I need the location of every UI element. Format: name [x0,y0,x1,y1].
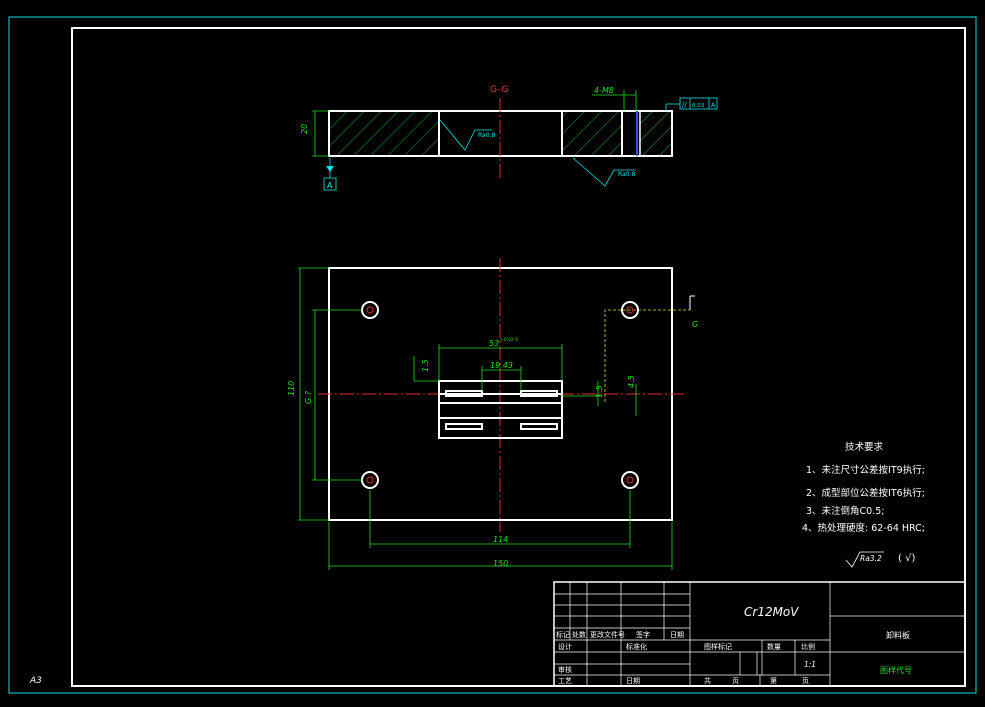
scale-value: 1:1 [804,660,816,669]
technical-notes: 技术要求 1、未注尺寸公差按IT9执行; 2、成型部位公差按IT6执行; 3、未… [802,441,925,568]
note-1: 1、未注尺寸公差按IT9执行; [806,464,925,476]
datum-a: A [327,181,333,190]
dim-right-offset: 4.5 [627,375,636,388]
title-block: Cr12MoV 卸料板 图样代号 标记 处数 更改文件号 签字 日期 设计 标准… [553,581,966,687]
hdr-count: 处数 [572,630,586,639]
dim-hole-spacing-y: G ? [304,390,313,404]
dim-thickness: 20 [300,124,309,134]
lbl-quantity: 数量 [767,642,781,651]
lbl-scale: 比例 [801,642,815,651]
lbl-review: 审核 [558,665,572,674]
slot-insert [438,380,563,439]
roughness-rest-symbol: ( √) [898,553,915,564]
hatch-right [640,111,672,156]
dim-slot-inner: 19.43 [490,361,513,370]
section-view: G–G 20 A Ra0.8 Ra0.8 [300,85,718,191]
roughness-top: Ra0.8 [478,132,495,139]
tolerance-value: 0.03 [692,103,705,109]
note-3: 3、未注倒角C0.5; [806,505,885,517]
hatch-left [329,111,439,156]
hole-bottom-right [621,471,639,489]
lbl-stage-mark: 图样标记 [704,642,732,651]
section-label: G–G [490,85,508,95]
plan-view: G [287,258,698,570]
inner-border [71,27,966,687]
cut-label: G [692,320,698,329]
part-name: 卸料板 [886,630,910,640]
note-2: 2、成型部位公差按IT6执行; [806,487,925,499]
sheet-size-label: A3 [29,676,42,686]
notes-title: 技术要求 [845,441,884,453]
hatch-mid-right [562,111,622,156]
hdr-date: 日期 [670,631,684,639]
dim-slot-width-tol: +0.02 0 [500,337,518,343]
note-4: 4、热处理硬度: 62-64 HRC; [802,522,925,534]
hdr-sign: 签字 [636,630,650,639]
tolerance-datum: A [711,102,716,109]
hole-top-right [621,301,639,319]
lbl-standard: 标准化 [626,642,647,651]
dim-slot-left-h: 1.5 [421,359,430,372]
lbl-page: 页 [732,677,739,685]
drawing-number: 图样代号 [880,665,912,675]
dim-slot-right-h: 1.5 [595,385,604,398]
hdr-mark: 标记 [556,630,570,639]
dim-height: 110 [287,381,296,396]
outer-border [8,16,977,694]
hole-top-left [361,301,379,319]
lbl-process: 工艺 [558,677,572,685]
material: Cr12MoV [744,605,799,619]
dim-slot-width: 53 [489,339,499,348]
dim-hole-spacing-x: 114 [493,535,508,544]
dim-width-total: 150 [493,559,508,568]
roughness-general: Ra3.2 [860,554,882,563]
lbl-sheet-no: 第 [770,676,777,685]
hdr-change-doc: 更改文件号 [590,630,625,639]
parallel-symbol: // [682,101,687,109]
lbl-design: 设计 [558,642,572,651]
lbl-page2: 页 [802,677,809,685]
lbl-date: 日期 [626,677,640,685]
lbl-total: 共 [704,676,711,685]
hole-bottom-left [361,471,379,489]
roughness-bottom: Ra0.8 [618,171,635,178]
thread-callout: 4-M8 [594,86,614,95]
